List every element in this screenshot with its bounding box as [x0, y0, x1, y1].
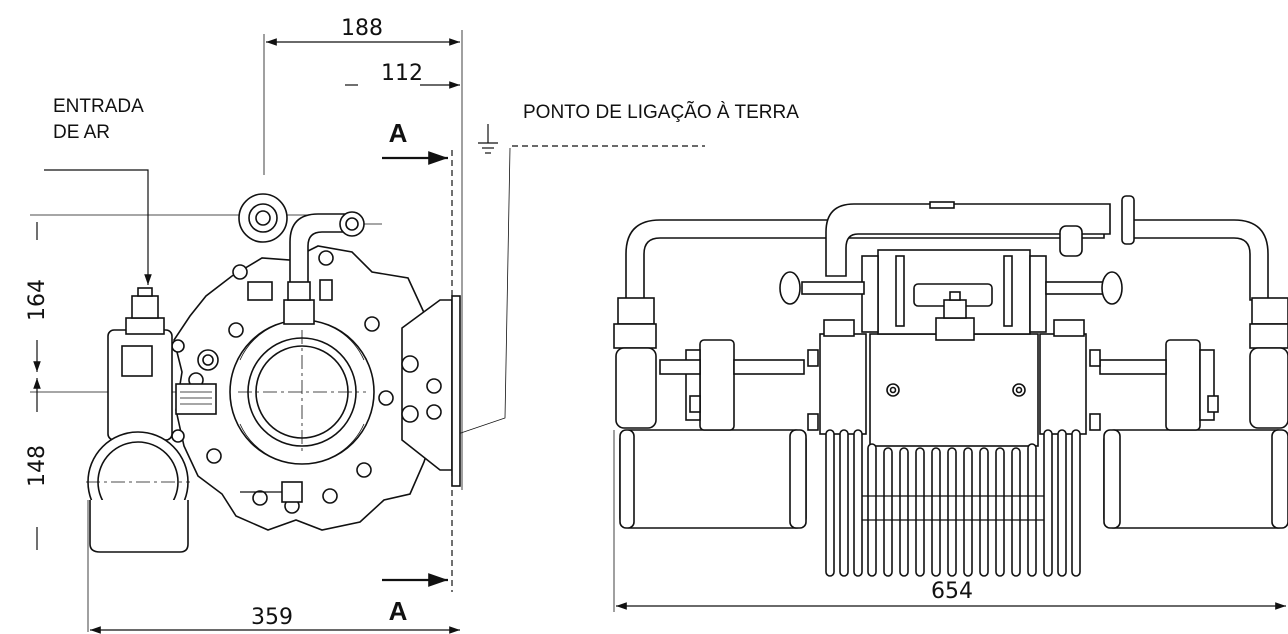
dimension-359: 359 — [87, 500, 460, 634]
dimension-164: 164 — [25, 214, 360, 372]
left-cylinder — [619, 429, 807, 529]
section-label-bottom: A — [389, 596, 408, 626]
dimension-188-text: 188 — [341, 16, 383, 41]
section-marker-top: A — [382, 118, 448, 165]
dimension-654-text: 654 — [931, 579, 973, 604]
right-cylinder — [1103, 429, 1288, 529]
dimension-654: 654 — [613, 430, 1286, 612]
ground-point-label: PONTO DE LIGAÇÃO À TERRA — [523, 101, 799, 123]
side-view — [86, 193, 461, 553]
dimension-148-text: 148 — [25, 445, 50, 487]
ground-point-callout: PONTO DE LIGAÇÃO À TERRA — [451, 101, 799, 437]
dimension-359-text: 359 — [251, 605, 293, 630]
dimension-112: 112 — [345, 61, 460, 89]
section-label-top: A — [389, 118, 408, 148]
front-view — [613, 195, 1288, 577]
ground-symbol-icon — [478, 124, 498, 154]
dimension-112-text: 112 — [381, 61, 423, 86]
dimension-164-text: 164 — [25, 279, 50, 321]
air-inlet-callout: ENTRADA DE AR — [44, 96, 152, 285]
air-inlet-label-line1: ENTRADA — [53, 96, 144, 117]
section-marker-bottom: A — [382, 573, 448, 626]
air-inlet-label-line2: DE AR — [53, 122, 110, 143]
brush-fins — [825, 429, 1081, 577]
dimension-188: 188 — [263, 16, 463, 490]
